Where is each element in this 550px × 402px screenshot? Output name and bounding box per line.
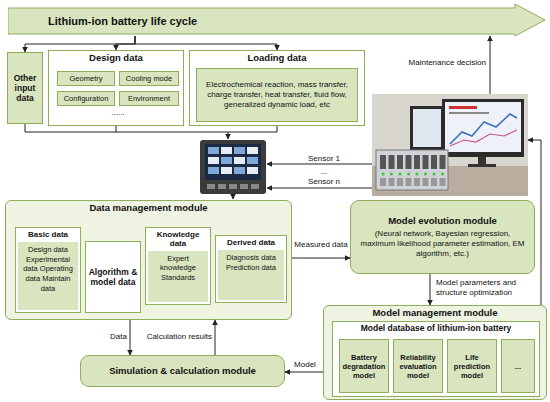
signal-name: Sensor n: [294, 177, 354, 187]
box-label: ...: [515, 362, 521, 371]
module-title: Model evolution module: [388, 215, 497, 226]
box-label: Environment: [128, 94, 170, 103]
group-heading: Model database of lithium-ion battery: [333, 324, 539, 333]
data-box: Derived dataDiagnosis data Prediction da…: [215, 235, 287, 303]
model-box: ...: [501, 339, 535, 393]
design-item: Configuration: [57, 91, 115, 106]
box-label: Other input data: [9, 73, 41, 104]
ellipsis: ......: [98, 108, 138, 118]
group-heading: Design data: [49, 53, 183, 63]
connector-arrow: [116, 36, 135, 50]
module-group: Data management moduleBasic dataDesign d…: [5, 200, 292, 320]
block-arrow-outline: [8, 4, 545, 36]
box-heading: Knowledge data: [148, 230, 208, 251]
design-item: Geometry: [57, 71, 115, 86]
converging-wires: [25, 124, 372, 199]
module-box: Simulation & calculation module: [80, 355, 285, 387]
connector-arrow: [430, 274, 431, 305]
model-box: Life prediction model: [447, 339, 497, 393]
module-title: Simulation & calculation module: [109, 365, 256, 376]
model-box: Reliability evaluation model: [393, 339, 443, 393]
data-box: Knowledge dataExpert knowledge Standards: [145, 227, 211, 305]
edge-label: Calculation results: [136, 332, 212, 342]
edge-label: Maintenance decision: [398, 58, 486, 68]
photo-illustration: [372, 94, 528, 196]
box-body: Design data Experimental data Operating …: [18, 242, 78, 310]
group-heading: Model management module: [324, 308, 546, 318]
box-label: Algorithm & model data: [88, 267, 138, 287]
signal-name: Sensor 1: [294, 154, 354, 164]
box-label: Cooling mode: [126, 74, 172, 83]
box-label: Reliability evaluation model: [395, 353, 441, 380]
box-label: Geometry: [70, 74, 103, 83]
connector-arrow: [135, 36, 277, 50]
data-box: Algorithm & model data: [85, 241, 141, 313]
model-box: Battery degradation model: [339, 339, 389, 393]
box-label: Battery degradation model: [341, 353, 387, 380]
box-body: Diagnosis data Prediction data: [218, 250, 284, 300]
data-box: Basic dataDesign data Experimental data …: [15, 227, 81, 313]
edge-label: Model parameters and structure optimizat…: [436, 278, 544, 297]
box-label: Electrochemical reaction, mass transfer,…: [200, 80, 354, 110]
group-heading: Loading data: [190, 53, 364, 63]
group-heading: Data management module: [6, 203, 291, 213]
edge-label: Data: [100, 332, 127, 342]
connector-arrow: [215, 320, 216, 355]
loading-group: Loading dataElectrochemical reaction, ma…: [189, 50, 365, 126]
connector-arrow: [130, 320, 131, 355]
module-body: (Neural network, Bayesian regression, ma…: [359, 229, 526, 259]
box-label: Life prediction model: [449, 353, 495, 380]
design-item: Environment: [119, 91, 179, 106]
battery-tester-device: [200, 140, 266, 194]
loading-list: Electrochemical reaction, mass transfer,…: [196, 68, 358, 122]
box-body: Expert knowledge Standards: [148, 251, 208, 302]
box-heading: Derived data: [218, 238, 284, 250]
edge-label: Measured data: [294, 240, 348, 250]
module-box: Model evolution module (Neural network, B…: [350, 200, 535, 274]
connector-arrow: [292, 258, 350, 259]
connector-arrow: [490, 36, 491, 94]
module-group: Model management moduleModel database of…: [323, 305, 547, 400]
ellipsis: ...: [294, 167, 354, 177]
life-cycle-arrow: Lithium-ion battery life cycle: [8, 4, 545, 36]
box-heading: Basic data: [18, 230, 78, 242]
edge-label: Model: [288, 360, 322, 370]
design-item: Cooling mode: [119, 71, 179, 86]
box-label: Configuration: [64, 94, 109, 103]
connector-arrow: [285, 372, 323, 373]
arrow-title: Lithium-ion battery life cycle: [48, 8, 488, 34]
database-group: Model database of lithium-ion batteryBat…: [332, 321, 540, 397]
input-box: Other input data: [7, 52, 43, 124]
